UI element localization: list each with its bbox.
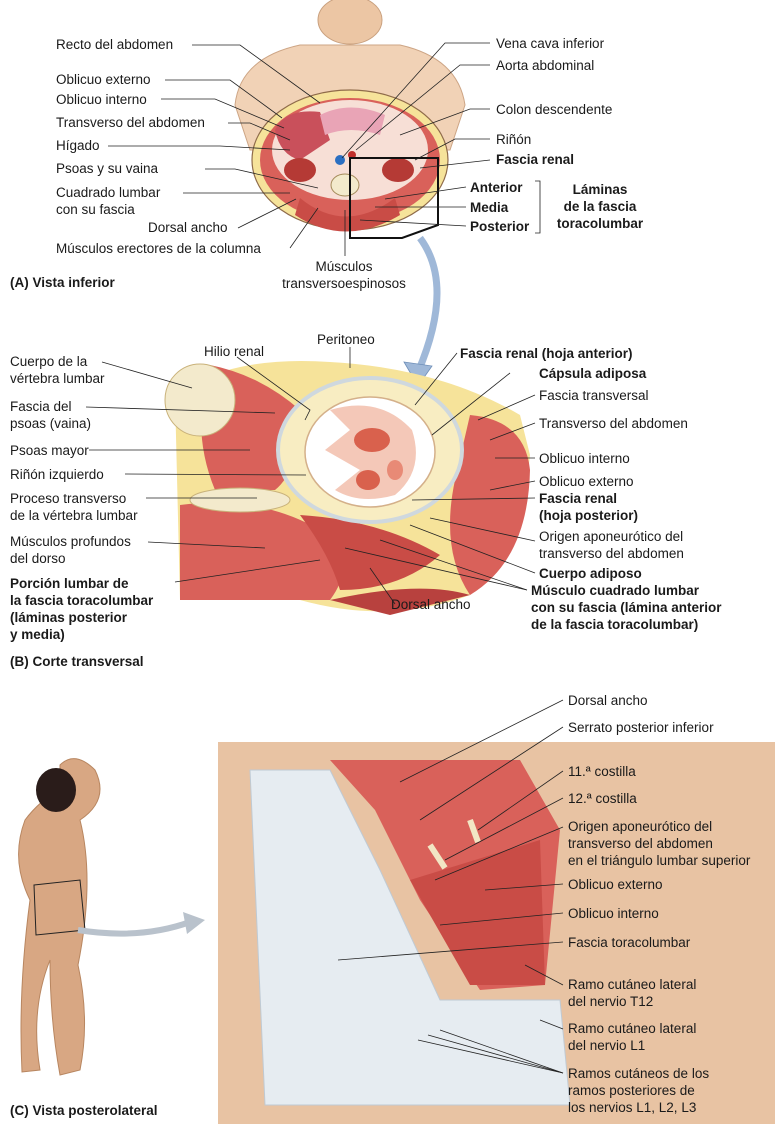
label-ramos-cutaneos: Ramos cutáneos de los ramos posteriores … xyxy=(568,1066,710,1115)
label-oblicuo-externo-c: Oblicuo externo xyxy=(568,877,663,892)
label-erectores: Músculos erectores de la columna xyxy=(56,241,261,256)
back-muscles-shape xyxy=(295,198,400,232)
lateral-muscles xyxy=(450,415,530,595)
label-psoas-vaina: Psoas y su vaina xyxy=(56,161,159,176)
rib-11-shape xyxy=(467,818,481,844)
label-oblicuo-externo-b: Oblicuo externo xyxy=(539,474,634,489)
label-fascia-psoas: Fascia del psoas (vaina) xyxy=(10,399,92,431)
label-ramo-l1: Ramo cutáneo lateral del nervio L1 xyxy=(568,1021,697,1053)
label-transversoespinosos: Músculos transversoespinosos xyxy=(282,259,406,291)
kidney-right-shape xyxy=(284,158,316,182)
region-arrow xyxy=(77,919,192,937)
label-dorsal-ancho-a: Dorsal ancho xyxy=(148,220,228,235)
liver-shape xyxy=(275,111,330,160)
panel-c-illustration xyxy=(18,742,775,1124)
detail-arrow xyxy=(414,235,441,374)
label-oblicuo-interno-c: Oblicuo interno xyxy=(568,906,659,921)
label-recto-abdomen: Recto del abdomen xyxy=(56,37,174,52)
figure-silhouette xyxy=(18,758,101,1076)
label-psoas-mayor: Psoas mayor xyxy=(10,443,89,458)
label-aorta: Aorta abdominal xyxy=(496,58,595,73)
label-rinon: Riñón xyxy=(496,132,532,147)
label-ramo-t12: Ramo cutáneo lateral del nervio T12 xyxy=(568,977,697,1009)
transverse-process-shape xyxy=(189,487,291,513)
caption-c: (C) Vista posterolateral xyxy=(10,1103,158,1118)
label-fascia-renal-posterior: Fascia renal (hoja posterior) xyxy=(539,491,639,523)
renal-medulla-shape xyxy=(356,470,380,490)
figure-head xyxy=(36,768,76,812)
caption-a: (A) Vista inferior xyxy=(10,275,115,290)
label-transverso-b: Transverso del abdomen xyxy=(539,416,688,431)
quadratus-muscle xyxy=(300,515,440,590)
region-arrow-head xyxy=(183,912,205,934)
label-peritoneo: Peritoneo xyxy=(317,332,375,347)
label-vena-cava: Vena cava inferior xyxy=(496,36,605,51)
rib-12-shape xyxy=(427,843,448,870)
deep-back-muscles xyxy=(180,502,343,600)
detail-box xyxy=(349,157,439,239)
label-dorsal-ancho-c: Dorsal ancho xyxy=(568,693,648,708)
latissimus-muscle xyxy=(330,588,470,615)
fascia-region xyxy=(249,769,571,1106)
label-origen-aponeurotico-b: Origen aponeurótico del transverso del a… xyxy=(539,529,684,561)
label-fascia-renal: Fascia renal xyxy=(496,152,575,167)
label-costilla-11: 11.ª costilla xyxy=(568,764,636,779)
label-fascia-transversal: Fascia transversal xyxy=(539,388,649,403)
label-media: Media xyxy=(470,200,509,215)
label-proceso-transverso: Proceso transverso de la vértebra lumbar xyxy=(10,491,138,523)
label-oblicuo-interno-a: Oblicuo interno xyxy=(56,92,147,107)
panel-b-leaders xyxy=(85,347,536,605)
label-hilio-renal: Hilio renal xyxy=(204,344,265,359)
label-costilla-12: 12.ª costilla xyxy=(568,791,637,806)
label-porcion-lumbar: Porción lumbar de la fascia toracolumbar… xyxy=(10,576,154,642)
label-musculos-profundos: Músculos profundos del dorso xyxy=(10,534,131,566)
label-transverso-a: Transverso del abdomen xyxy=(56,115,205,130)
panel-a-leaders xyxy=(108,42,541,256)
label-anterior: Anterior xyxy=(470,180,523,195)
label-fascia-renal-anterior: Fascia renal (hoja anterior) xyxy=(460,346,633,361)
label-rinon-izquierdo: Riñón izquierdo xyxy=(10,467,104,482)
label-origen-aponeurotico-c: Origen aponeurótico del transverso del a… xyxy=(568,819,751,868)
panel-a-illustration xyxy=(234,0,466,239)
kidney-left-shape xyxy=(382,158,414,182)
label-cuerpo-vertebra: Cuerpo de la vértebra lumbar xyxy=(10,354,105,386)
label-colon: Colon descendente xyxy=(496,102,613,117)
label-cuerpo-adiposo: Cuerpo adiposo xyxy=(539,566,642,581)
vertebral-body-shape xyxy=(164,363,236,437)
label-oblicuo-externo-a: Oblicuo externo xyxy=(56,72,151,87)
caption-b: (B) Corte transversal xyxy=(10,654,144,669)
label-oblicuo-interno-b: Oblicuo interno xyxy=(539,451,630,466)
label-cuadrado-lumbar-b: Músculo cuadrado lumbar con su fascia (l… xyxy=(531,583,722,632)
label-cuadrado-lumbar-a: Cuadrado lumbar con su fascia xyxy=(56,185,161,217)
renal-medulla-2-shape xyxy=(387,460,403,480)
label-capsula-adiposa: Cápsula adiposa xyxy=(539,366,647,381)
label-fascia-toracolumbar-c: Fascia toracolumbar xyxy=(568,935,691,950)
label-higado: Hígado xyxy=(56,138,100,153)
label-laminas: Láminas de la fascia toracolumbar xyxy=(556,182,644,231)
panel-c-leaders xyxy=(337,699,564,1074)
panel-b-illustration xyxy=(164,360,530,615)
head-shape xyxy=(317,0,383,45)
label-posterior: Posterior xyxy=(470,219,530,234)
label-serrato: Serrato posterior inferior xyxy=(568,720,714,735)
label-dorsal-ancho-b: Dorsal ancho xyxy=(391,597,471,612)
vertebra-shape xyxy=(330,173,360,197)
renal-pelvis-shape xyxy=(354,428,390,452)
